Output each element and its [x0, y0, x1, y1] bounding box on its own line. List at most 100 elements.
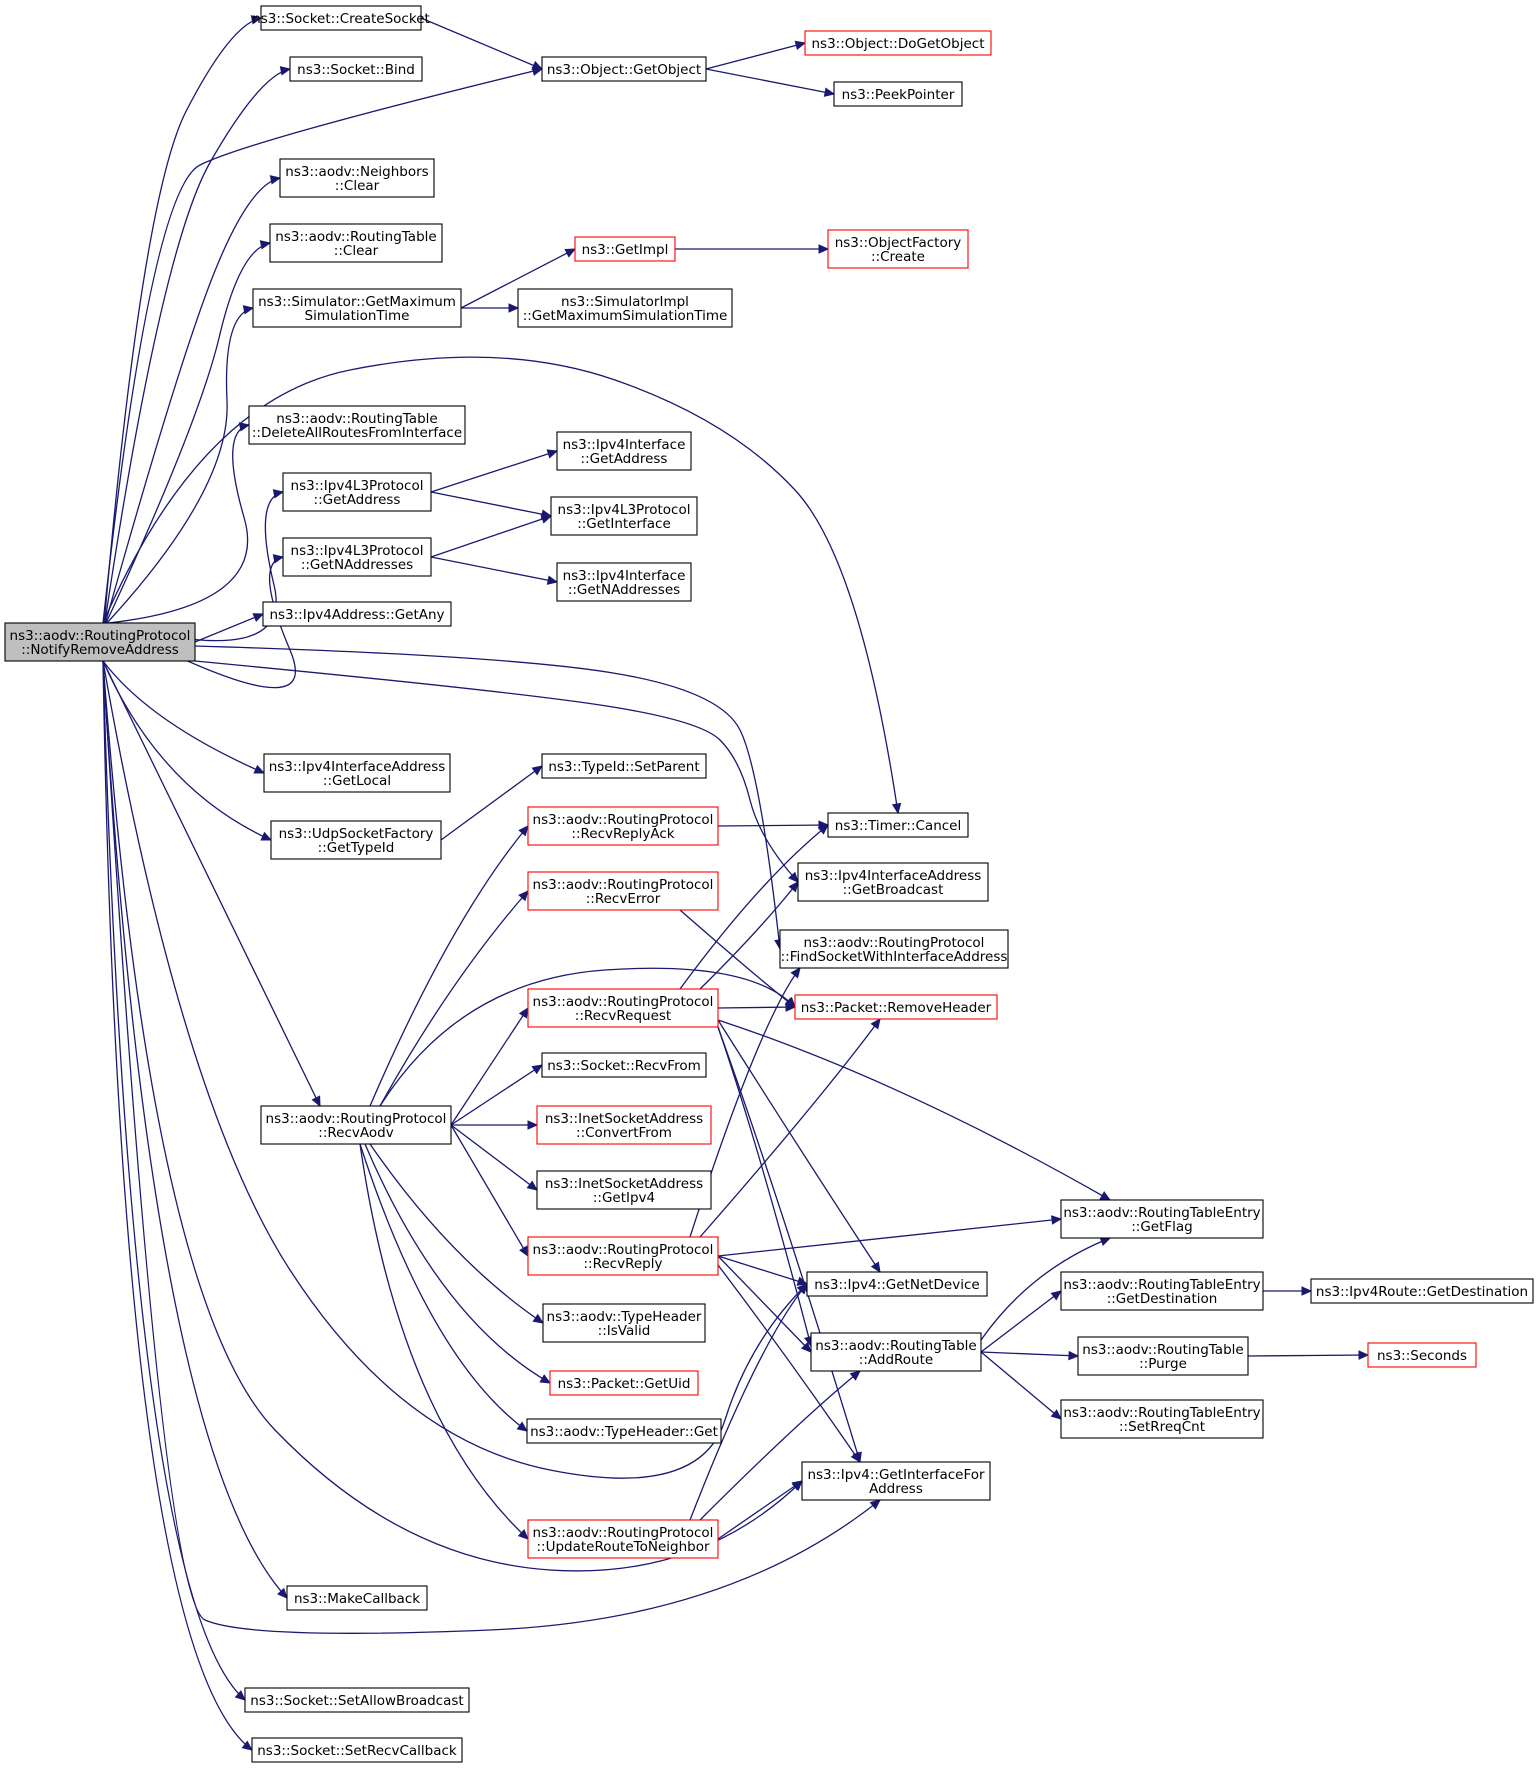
- node-ipv4RouteGetDest[interactable]: ns3::Ipv4Route::GetDestination: [1310, 1278, 1534, 1304]
- node-recvAodv[interactable]: ns3::aodv::RoutingProtocol::RecvAodv: [260, 1105, 452, 1145]
- node-timerCancel-box: [827, 812, 969, 838]
- node-recvError-label-1: ::RecvError: [586, 891, 661, 907]
- node-simImplGetMax[interactable]: ns3::SimulatorImpl::GetMaximumSimulation…: [517, 288, 733, 328]
- edge-root-to-createSocket-line: [103, 17, 262, 624]
- node-getLocal[interactable]: ns3::Ipv4InterfaceAddress::GetLocal: [263, 753, 451, 793]
- edge-recvAodv-to-getUid: [364, 1143, 552, 1384]
- node-recvRequest-box: [527, 988, 719, 1028]
- node-recvReplyAck[interactable]: ns3::aodv::RoutingProtocol::RecvReplyAck: [527, 806, 719, 846]
- edge-root-to-getLocal-arrowhead: [253, 764, 266, 774]
- edge-createSocket-to-getObject: [420, 17, 544, 70]
- node-objFactoryCreate[interactable]: ns3::ObjectFactory::Create: [827, 229, 969, 269]
- node-getAny[interactable]: ns3::Ipv4Address::GetAny: [262, 601, 452, 627]
- node-typeHeaderGet-label-0: ns3::aodv::TypeHeader::Get: [530, 1424, 718, 1440]
- edge-root-to-udpGetTypeId-arrowhead: [260, 831, 273, 841]
- node-setParent[interactable]: ns3::TypeId::SetParent: [541, 753, 707, 779]
- edge-updateRoute-to-addRoute: [699, 1370, 861, 1521]
- node-removeHeader[interactable]: ns3::Packet::RemoveHeader: [794, 994, 998, 1020]
- node-ipv4ifGetAddress[interactable]: ns3::Ipv4Interface::GetAddress: [556, 431, 692, 471]
- node-deleteAllRoutes[interactable]: ns3::aodv::RoutingTable::DeleteAllRoutes…: [248, 405, 466, 445]
- edge-recvReply-to-removeHeader-line: [699, 1018, 881, 1238]
- node-rtClear[interactable]: ns3::aodv::RoutingTable::Clear: [269, 223, 443, 263]
- node-getUid[interactable]: ns3::Packet::GetUid: [549, 1370, 699, 1396]
- node-bind-label-0: ns3::Socket::Bind: [297, 62, 415, 78]
- node-purge-label-0: ns3::aodv::RoutingTable: [1082, 1342, 1243, 1358]
- node-getIpv4-label-1: ::GetIpv4: [593, 1190, 655, 1206]
- node-createSocket[interactable]: ns3::Socket::CreateSocket: [252, 5, 430, 31]
- edge-l3GetAddress-to-ipv4ifGetAddress-arrowhead: [546, 449, 559, 459]
- node-neighborsClear[interactable]: ns3::aodv::Neighbors::Clear: [279, 158, 435, 198]
- node-addRoute[interactable]: ns3::aodv::RoutingTable::AddRoute: [810, 1332, 982, 1372]
- node-timerCancel-label-0: ns3::Timer::Cancel: [835, 818, 961, 834]
- edge-root-to-neighborsClear-line: [104, 177, 281, 624]
- node-findSocket[interactable]: ns3::aodv::RoutingProtocol::FindSocketWi…: [779, 929, 1009, 969]
- node-convertFrom[interactable]: ns3::InetSocketAddress::ConvertFrom: [536, 1105, 712, 1145]
- node-ipv4RouteGetDest-box: [1310, 1278, 1534, 1304]
- edge-root-to-getObject-line: [102, 68, 543, 624]
- node-bind-box: [289, 56, 423, 82]
- edge-recvRequest-to-timerCancel: [679, 824, 829, 990]
- node-recvRequest[interactable]: ns3::aodv::RoutingProtocol::RecvRequest: [527, 988, 719, 1028]
- edge-recvAodv-to-removeHeader: [379, 967, 796, 1107]
- node-simGetMax[interactable]: ns3::Simulator::GetMaximumSimulationTime: [252, 288, 462, 328]
- node-objFactoryCreate-label-0: ns3::ObjectFactory: [835, 235, 962, 251]
- node-timerCancel[interactable]: ns3::Timer::Cancel: [827, 812, 969, 838]
- node-l3GetInterface[interactable]: ns3::Ipv4L3Protocol::GetInterface: [550, 496, 698, 536]
- node-seconds-label-0: ns3::Seconds: [1377, 1348, 1467, 1364]
- edge-addRoute-to-purge-line: [980, 1351, 1079, 1357]
- node-doGetObject[interactable]: ns3::Object::DoGetObject: [804, 30, 992, 56]
- node-setReqCnt[interactable]: ns3::aodv::RoutingTableEntry::SetRreqCnt: [1060, 1399, 1264, 1439]
- node-setRecvCallback[interactable]: ns3::Socket::SetRecvCallback: [251, 1737, 463, 1763]
- node-l3GetAddress[interactable]: ns3::Ipv4L3Protocol::GetAddress: [282, 472, 432, 512]
- node-root[interactable]: ns3::aodv::RoutingProtocol::NotifyRemove…: [4, 622, 196, 662]
- node-makeCallback[interactable]: ns3::MakeCallback: [286, 1585, 428, 1611]
- node-bind[interactable]: ns3::Socket::Bind: [289, 56, 423, 82]
- edge-root-to-getNetDevice-line: [102, 660, 808, 1479]
- node-seconds[interactable]: ns3::Seconds: [1367, 1342, 1477, 1368]
- node-doGetObject-label-0: ns3::Object::DoGetObject: [811, 36, 984, 52]
- node-recvFrom[interactable]: ns3::Socket::RecvFrom: [541, 1052, 707, 1078]
- node-ipv4ifGetNAddresses-label-1: ::GetNAddresses: [568, 582, 680, 598]
- node-getObject[interactable]: ns3::Object::GetObject: [541, 56, 707, 82]
- node-l3GetNAddresses[interactable]: ns3::Ipv4L3Protocol::GetNAddresses: [282, 537, 432, 577]
- node-udpGetTypeId-label-0: ns3::UdpSocketFactory: [279, 826, 434, 842]
- node-rteGetFlag[interactable]: ns3::aodv::RoutingTableEntry::GetFlag: [1060, 1199, 1264, 1239]
- edge-recvReplyAck-to-timerCancel-line: [717, 824, 829, 827]
- node-getBroadcast[interactable]: ns3::Ipv4InterfaceAddress::GetBroadcast: [797, 862, 989, 902]
- edge-root-to-getBroadcast-line: [194, 660, 799, 883]
- edge-addRoute-to-setReqCnt-line: [980, 1351, 1062, 1420]
- node-peekPointer[interactable]: ns3::PeekPointer: [833, 81, 963, 107]
- node-deleteAllRoutes-label-0: ns3::aodv::RoutingTable: [276, 411, 437, 427]
- edge-root-to-makeCallback: [102, 660, 288, 1599]
- node-ipv4ifGetNAddresses[interactable]: ns3::Ipv4Interface::GetNAddresses: [556, 562, 692, 602]
- node-recvError[interactable]: ns3::aodv::RoutingProtocol::RecvError: [527, 871, 719, 911]
- node-getIpv4[interactable]: ns3::InetSocketAddress::GetIpv4: [536, 1170, 712, 1210]
- edge-root-to-getIfForAddr: [102, 660, 881, 1634]
- node-getNetDevice[interactable]: ns3::Ipv4::GetNetDevice: [806, 1271, 988, 1297]
- node-removeHeader-label-0: ns3::Packet::RemoveHeader: [801, 1000, 992, 1016]
- edge-recvAodv-to-getUid-arrowhead: [539, 1374, 552, 1384]
- node-purge[interactable]: ns3::aodv::RoutingTable::Purge: [1077, 1336, 1249, 1376]
- edge-getObject-to-doGetObject-line: [705, 42, 806, 70]
- node-updateRoute[interactable]: ns3::aodv::RoutingProtocol::UpdateRouteT…: [527, 1519, 719, 1559]
- node-rteGetFlag-label-1: ::GetFlag: [1131, 1219, 1193, 1235]
- edge-recvRequest-to-getNetDevice-line: [717, 1019, 881, 1273]
- node-typeHeaderGet[interactable]: ns3::aodv::TypeHeader::Get: [526, 1418, 722, 1444]
- edge-root-to-bind-arrowhead: [279, 66, 292, 76]
- edge-updateRoute-to-getNetDevice-line: [689, 1283, 808, 1521]
- node-getImpl[interactable]: ns3::GetImpl: [574, 236, 676, 262]
- node-addRoute-label-1: ::AddRoute: [859, 1352, 933, 1368]
- node-recvReply[interactable]: ns3::aodv::RoutingProtocol::RecvReply: [527, 1236, 719, 1276]
- node-typeHeaderIsValid[interactable]: ns3::aodv::TypeHeader::IsValid: [542, 1303, 706, 1343]
- node-setReqCnt-box: [1060, 1399, 1264, 1439]
- node-udpGetTypeId[interactable]: ns3::UdpSocketFactory::GetTypeId: [270, 820, 442, 860]
- call-edges: [102, 15, 1370, 1751]
- node-recvReply-box: [527, 1236, 719, 1276]
- edge-recvAodv-to-recvReplyAck-line: [369, 825, 529, 1107]
- node-rteGetDestination[interactable]: ns3::aodv::RoutingTableEntry::GetDestina…: [1060, 1271, 1264, 1311]
- edge-root-to-simGetMax-arrowhead: [242, 305, 255, 315]
- edge-root-to-rtClear-arrowhead: [259, 240, 272, 250]
- node-setAllowBroadcast[interactable]: ns3::Socket::SetAllowBroadcast: [244, 1687, 470, 1713]
- edge-root-to-rtClear-line: [105, 242, 271, 624]
